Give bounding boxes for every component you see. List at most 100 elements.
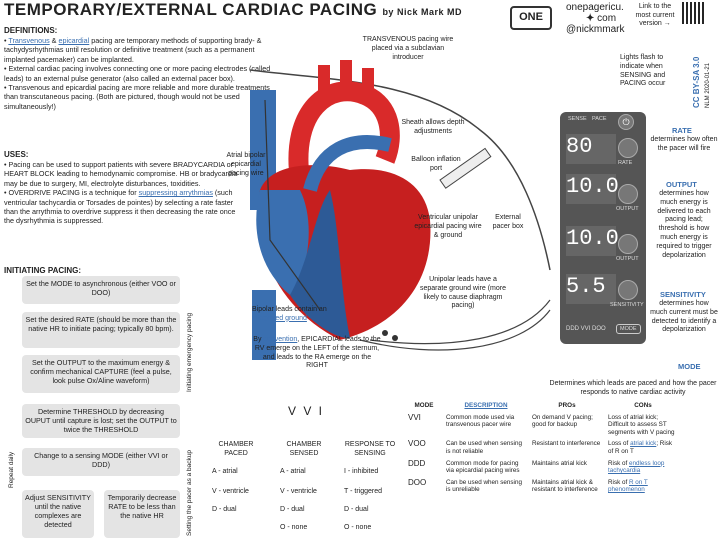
- step-set-output: Set the OUTPUT to the maximum energy & c…: [22, 355, 180, 393]
- lead-connector-2: [392, 335, 398, 341]
- def-p3: • Transvenous and epicardial pacing are …: [4, 83, 270, 111]
- pace-label: PACE: [592, 116, 607, 122]
- transvenous-link[interactable]: Transvenous: [8, 36, 50, 45]
- mode-button[interactable]: MODE: [616, 324, 641, 334]
- power-icon: ⏻: [622, 117, 630, 127]
- twitter-icon: ✦: [586, 13, 595, 24]
- atrial-output-label: OUTPUT: [616, 206, 639, 212]
- epicardial-link[interactable]: epicardial: [58, 36, 90, 45]
- sense-label: SENSE: [568, 116, 587, 122]
- uses-p1: • Pacing can be used to support patients…: [4, 160, 238, 188]
- pro-cell: On demand V pacing; good for backup: [532, 413, 593, 429]
- uses-text: • Pacing can be used to support patients…: [4, 160, 239, 226]
- suppressing-arrhythmias-link[interactable]: suppressing arrythmias: [138, 188, 213, 198]
- uses-heading: USES:: [4, 150, 29, 159]
- qr-code[interactable]: [682, 2, 704, 24]
- def-p1-c: pacing are temporary methods of supporti…: [4, 36, 262, 64]
- rate-display: 80: [566, 134, 616, 164]
- side-label-backup: Setting the pacer as a backup: [186, 449, 193, 536]
- mode-cell: VVI: [408, 412, 421, 422]
- r-on-t-link[interactable]: R on T phenomenon: [608, 478, 648, 494]
- col-cons: CONs: [634, 402, 652, 409]
- uses-p2-b: (such ventricular tachycardia or Torsade…: [4, 188, 236, 226]
- site-info[interactable]: onepagericu. ✦ com @nickmmark: [566, 2, 625, 35]
- convention-link[interactable]: convention: [263, 336, 298, 343]
- title-author: by Nick Mark MD: [382, 7, 462, 17]
- site-line1: onepagericu.: [566, 2, 624, 13]
- sensitivity-description: determines how much current must be dete…: [650, 300, 718, 334]
- step-set-rate: Set the desired RATE (should be more tha…: [22, 312, 180, 348]
- license-badge: CC BY-SA 3.0 NLM 2020-01-21: [690, 28, 716, 110]
- atrial-kick-link[interactable]: atrial kick: [630, 440, 657, 448]
- table-row: VVI Common mode used via transvenous pac…: [405, 412, 681, 439]
- pro-cell: Maintains atrial kick & resistant to int…: [532, 478, 598, 494]
- rate-knob-label: RATE: [618, 160, 633, 166]
- def-p1-b: &: [49, 36, 59, 45]
- response-option-i: I - inhibited: [344, 468, 379, 475]
- artery-2: [340, 60, 352, 100]
- output-heading: OUTPUT: [666, 180, 697, 189]
- latest-version-link[interactable]: Link to the most current version →: [635, 3, 675, 27]
- rate-description: determines how often the pacer will fire: [650, 136, 718, 152]
- ventricular-output-label: OUTPUT: [616, 256, 639, 262]
- ventricular-output-display: 10.0: [566, 226, 619, 256]
- con-text: ; Risk of R on T: [608, 440, 673, 455]
- output-description: determines how much energy is delivered …: [656, 190, 712, 259]
- desc-cell: Common mode for pacing via epicardial pa…: [446, 459, 520, 475]
- definitions-text: • Transvenous & epicardial pacing are te…: [4, 36, 274, 111]
- table-row: DOO Can be used when sensing is unreliab…: [405, 477, 681, 496]
- def-p1-a: •: [4, 36, 9, 45]
- integrated-ground-link[interactable]: integrated ground: [252, 314, 307, 322]
- site-handle: @nickmmark: [566, 24, 625, 35]
- power-button[interactable]: ⏻: [618, 114, 634, 130]
- sensed-option-a: A - atrial: [280, 468, 306, 475]
- con-cell: Risk of R on T phenomenon: [605, 477, 681, 496]
- sensed-option-o: O - none: [280, 524, 308, 531]
- initiating-heading: INITIATING PACING:: [4, 266, 82, 275]
- bipolar-text: Bipolar leads contain an: [252, 306, 327, 313]
- aorta: [288, 81, 400, 182]
- paced-option-a: A - atrial: [212, 468, 238, 475]
- label-external-box: External pacer box: [492, 214, 524, 230]
- artery-1: [318, 65, 330, 100]
- rate-knob[interactable]: [618, 138, 638, 158]
- pulmonary-artery: [303, 135, 392, 192]
- label-balloon: Balloon inflation port: [411, 156, 461, 172]
- sensitivity-heading: SENSITIVITY: [660, 290, 706, 299]
- chamber-paced-heading: CHAMBER PACED: [218, 441, 254, 457]
- epicardial-wire-a: [359, 309, 551, 351]
- label-transvenous: TRANSVENOUS pacing wire placed via a sub…: [362, 36, 454, 61]
- sensitivity-knob[interactable]: [618, 280, 638, 300]
- inferior-vena-cava: [252, 290, 276, 360]
- onepagericu-logo[interactable]: ONE: [510, 6, 552, 30]
- rate-heading: RATE: [672, 126, 692, 135]
- convention-text-a: By: [253, 336, 264, 343]
- label-bipolar: Bipolar leads contain an integrated grou…: [252, 306, 352, 324]
- endless-loop-tachycardia-link[interactable]: endless loop tachycardia: [608, 459, 665, 475]
- pro-cell: Maintains atrial kick: [532, 459, 587, 467]
- pacing-lead-tip: [264, 99, 321, 311]
- sensed-option-d: D - dual: [280, 506, 305, 513]
- table-row: DDD Common mode for pacing via epicardia…: [405, 458, 681, 477]
- desc-cell: Can be used when sensing is not reliable: [446, 440, 522, 455]
- ventricular-output-knob[interactable]: [618, 234, 638, 254]
- uses-p2-a: • OVERDRIVE PACING is a technique for: [4, 188, 139, 198]
- con-cell: Risk of endless loop tachycardia: [605, 458, 681, 477]
- con-cell: Loss of atrial kick; Risk of R on T: [605, 438, 681, 457]
- external-pacer-box: SENSE PACE ⏻ 80 RATE 10.0 OUTPUT 10.0 OU…: [560, 112, 646, 344]
- con-text: Loss of: [608, 440, 631, 448]
- side-label-repeat: Repeat daily: [8, 451, 15, 488]
- atrial-output-knob[interactable]: [618, 184, 638, 204]
- mode-heading: MODE: [678, 362, 701, 371]
- step-determine-threshold: Determine THRESHOLD by decreasing OUPUT …: [22, 404, 180, 438]
- mode-description: Determines which leads are paced and how…: [549, 380, 717, 396]
- epicardial-wire-v: [369, 299, 551, 345]
- label-atrial-bipolar: Atrial bipolar epicardial pacing wire: [226, 152, 266, 177]
- mode-display: DDD VVI DOO: [566, 326, 606, 332]
- sensitivity-display: 5.5: [566, 274, 616, 304]
- right-ventricle: [290, 190, 350, 339]
- col-description[interactable]: DESCRIPTION: [464, 402, 508, 409]
- paced-option-v: V - ventricle: [212, 488, 249, 495]
- label-unipolar-note: Unipolar leads have a separate ground wi…: [420, 276, 506, 310]
- step-set-mode: Set the MODE to asynchronous (either VOO…: [22, 276, 180, 304]
